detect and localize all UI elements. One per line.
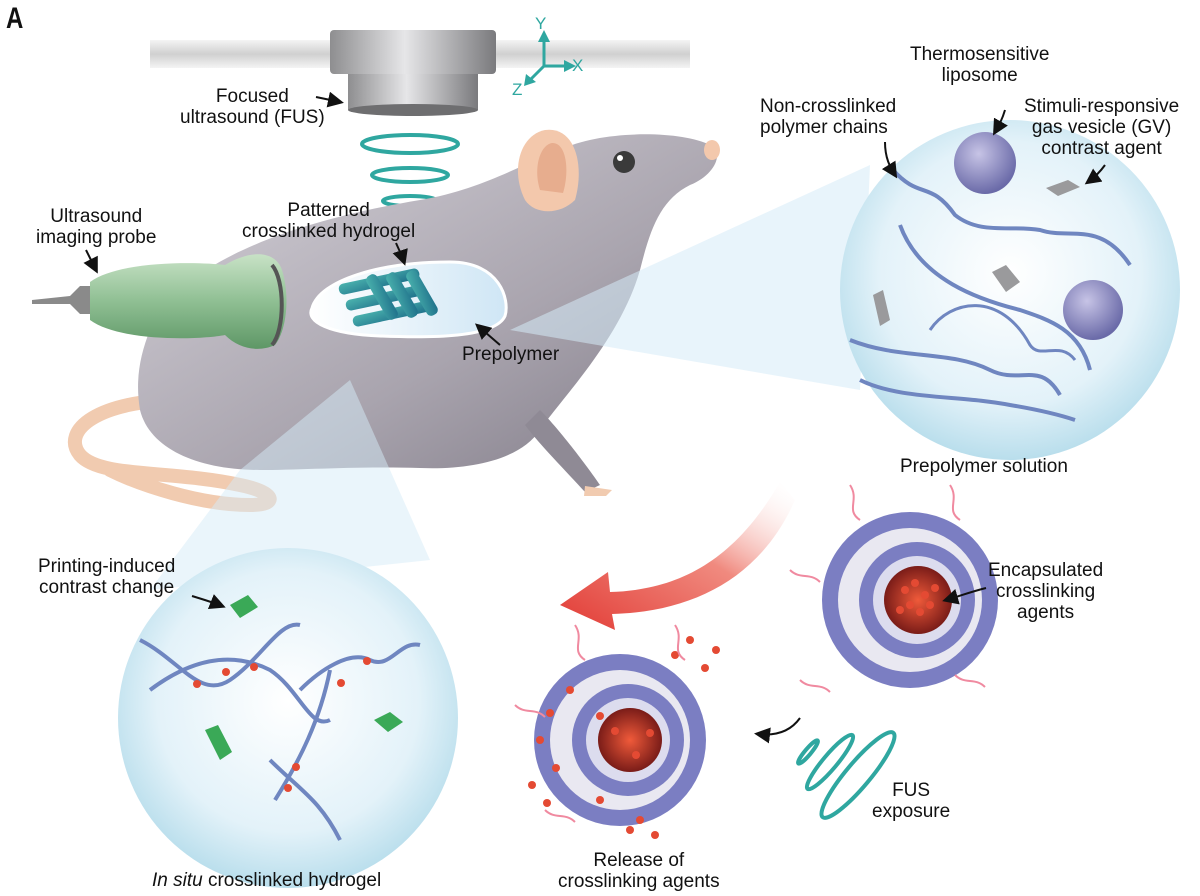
encapsulated-label: Encapsulated crosslinking agents	[988, 560, 1103, 623]
fus-label: Focused ultrasound (FUS)	[180, 86, 325, 128]
chains-label-line1: Non-crosslinked	[760, 96, 897, 117]
printing-label-line1: Printing-induced	[38, 556, 176, 577]
in-situ-rest: crosslinked hydrogel	[202, 870, 382, 891]
gv-label-line1: Stimuli-responsive	[1024, 96, 1180, 117]
fus-exposure-waves	[796, 730, 897, 820]
axis-x-label: X	[572, 56, 584, 75]
fus-label-line1: Focused	[215, 86, 289, 107]
liposome-release	[514, 624, 720, 839]
fus-exposure-label: FUS exposure	[872, 780, 950, 822]
liposome-label: Thermosensitive liposome	[910, 44, 1049, 86]
in-situ-italic: In situ	[152, 870, 203, 891]
process-arrow	[560, 482, 795, 630]
encapsulated-label-line3: agents	[1017, 602, 1075, 623]
prepolymer-solution-label: Prepolymer solution	[900, 456, 1068, 477]
release-label-line2: crosslinking agents	[558, 871, 720, 892]
fus-transducer	[150, 30, 690, 116]
encapsulated-label-line1: Encapsulated	[988, 560, 1104, 581]
chains-label-line2: polymer chains	[760, 117, 888, 138]
panel-label: A	[6, 2, 24, 35]
liposome-label-line2: liposome	[941, 65, 1018, 86]
ultrasound-probe	[32, 254, 287, 349]
in-situ-label: In situ crosslinked hydrogel	[152, 870, 381, 891]
liposome-encapsulated	[789, 484, 998, 693]
in-situ-hydrogel-bubble	[118, 548, 458, 888]
leader-arrows	[83, 91, 1106, 744]
gv-label-line3: contrast agent	[1041, 138, 1162, 159]
zoom-cone-right	[510, 165, 870, 390]
gv-label-line2: gas vesicle (GV)	[1031, 117, 1172, 138]
fus-label-line2: ultrasound (FUS)	[180, 107, 325, 128]
xyz-axis-icon	[524, 30, 576, 86]
fus-exposure-line1: FUS	[892, 780, 931, 801]
probe-label-line2: imaging probe	[36, 227, 157, 248]
axis-z-label: Z	[512, 80, 523, 99]
prepolymer-solution-bubble	[840, 120, 1180, 460]
printing-induced-label: Printing-induced contrast change	[38, 556, 175, 598]
patterned-hydrogel	[338, 268, 438, 327]
patterned-hydrogel-label: Patterned crosslinked hydrogel	[242, 200, 415, 242]
patterned-label-line1: Patterned	[287, 200, 370, 221]
probe-label: Ultrasound imaging probe	[36, 206, 156, 248]
gas-vesicle-label: Stimuli-responsive gas vesicle (GV) cont…	[1024, 96, 1179, 159]
axis-y-label: Y	[535, 14, 547, 33]
printing-label-line2: contrast change	[39, 577, 175, 598]
release-label: Release of crosslinking agents	[558, 850, 720, 892]
release-label-line1: Release of	[593, 850, 685, 871]
prepolymer-label: Prepolymer	[462, 344, 560, 365]
patterned-label-line2: crosslinked hydrogel	[242, 221, 416, 242]
probe-label-line1: Ultrasound	[50, 206, 143, 227]
liposome-label-line1: Thermosensitive	[910, 44, 1050, 65]
encapsulated-label-line2: crosslinking	[995, 581, 1096, 602]
zoom-cone-left	[150, 380, 430, 590]
polymer-chains-label: Non-crosslinked polymer chains	[760, 96, 896, 138]
fus-exposure-line2: exposure	[872, 801, 951, 822]
